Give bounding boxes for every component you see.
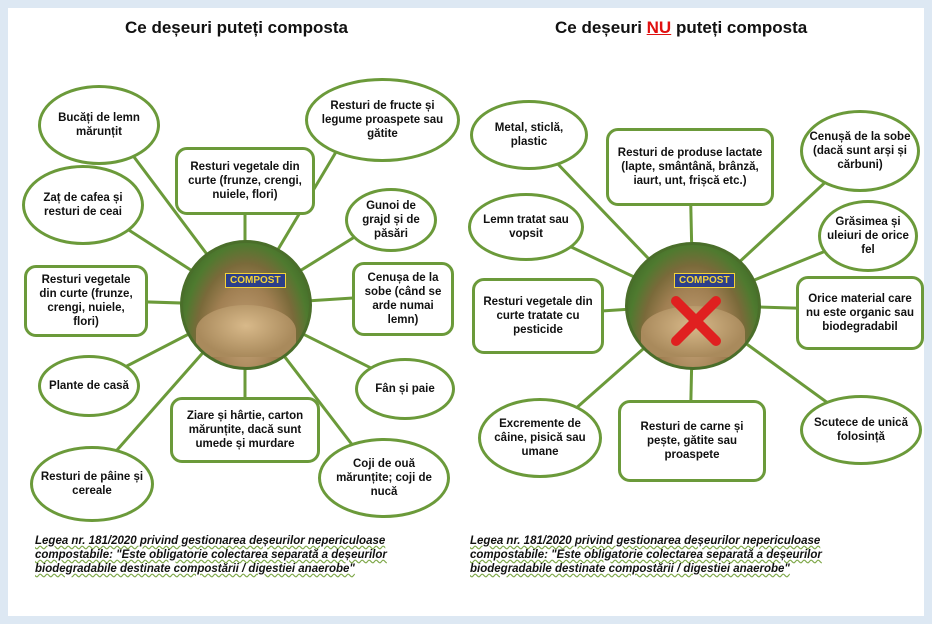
item-fruit-vegetables: Resturi de fructe și legume proaspete sa… bbox=[305, 78, 460, 162]
item-fats-oils: Grăsimea și uleiuri de orice fel bbox=[818, 200, 918, 272]
item-wood-chips: Bucăți de lemn mărunțit bbox=[38, 85, 160, 165]
item-coffee-tea: Zaț de cafea și resturi de ceai bbox=[22, 165, 144, 245]
right-heading-after: puteți composta bbox=[671, 18, 808, 37]
law-text-right: Legea nr. 181/2020 privind gestionarea d… bbox=[470, 535, 822, 575]
slide bbox=[8, 8, 924, 616]
left-heading: Ce deșeuri puteți composta bbox=[125, 18, 348, 37]
compost-image-right: COMPOST bbox=[625, 242, 761, 370]
item-animal-excrement: Excremente de câine, pisică sau umane bbox=[478, 398, 602, 478]
item-paper-cardboard: Ziare și hârtie, carton mărunțite, dacă … bbox=[170, 397, 320, 463]
item-house-plants: Plante de casă bbox=[38, 355, 140, 417]
item-hay-straw: Fân și paie bbox=[355, 358, 455, 420]
compost-image-left: COMPOST bbox=[180, 240, 312, 370]
item-coal-ash: Cenușă de la sobe (dacă sunt arși și căr… bbox=[800, 110, 920, 192]
right-heading: Ce deșeuri NU puteți composta bbox=[555, 18, 807, 38]
item-ash-wood: Cenușa de la sobe (când se arde numai le… bbox=[352, 262, 454, 336]
red-x-icon bbox=[671, 296, 721, 346]
compost-pile bbox=[195, 305, 297, 358]
item-non-organic: Orice material care nu este organic sau … bbox=[796, 276, 924, 350]
law-text-left: Legea nr. 181/2020 privind gestionarea d… bbox=[35, 535, 387, 575]
item-meat-fish: Resturi de carne și pește, gătite sau pr… bbox=[618, 400, 766, 482]
compost-sign: COMPOST bbox=[225, 273, 286, 288]
right-heading-before: Ce deșeuri bbox=[555, 18, 647, 37]
item-treated-wood: Lemn tratat sau vopsit bbox=[468, 193, 584, 261]
item-bread-cereal: Resturi de pâine și cereale bbox=[30, 446, 154, 522]
item-egg-nut-shells: Coji de ouă mărunțite; coji de nucă bbox=[318, 438, 450, 518]
item-dairy: Resturi de produse lactate (lapte, smânt… bbox=[606, 128, 774, 206]
item-yard-waste-top: Resturi vegetale din curte (frunze, cren… bbox=[175, 147, 315, 215]
item-pesticide-yard-waste: Resturi vegetale din curte tratate cu pe… bbox=[472, 278, 604, 354]
compost-sign: COMPOST bbox=[674, 273, 735, 288]
right-heading-nu: NU bbox=[646, 18, 672, 37]
item-manure: Gunoi de grajd și de păsări bbox=[345, 188, 437, 252]
item-diapers: Scutece de unică folosință bbox=[800, 395, 922, 465]
item-yard-waste-left: Resturi vegetale din curte (frunze, cren… bbox=[24, 265, 148, 337]
item-metal-glass-plastic: Metal, sticlă, plastic bbox=[470, 100, 588, 170]
